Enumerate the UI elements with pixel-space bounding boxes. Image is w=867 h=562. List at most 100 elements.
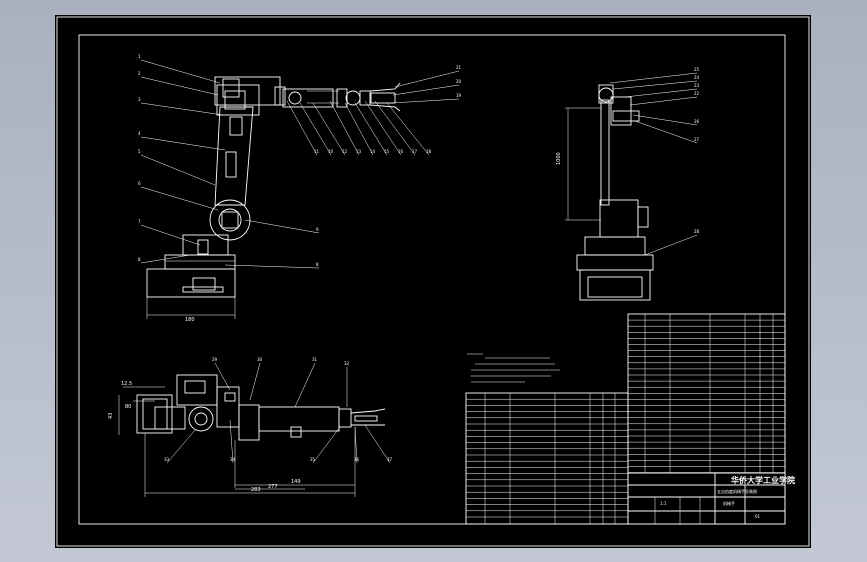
balloon-top-lower-33-leader xyxy=(166,429,196,464)
balloon-front-4-leader xyxy=(140,136,226,151)
balloon-front-8-leader xyxy=(140,254,191,264)
balloon-front-1-leader xyxy=(140,59,221,84)
balloon-side-28-leader xyxy=(644,234,698,256)
balloon-top-32: 32 xyxy=(344,361,350,366)
top-short-dimension: 80 xyxy=(125,404,131,410)
top-height-dimension: 12.5 xyxy=(121,381,132,387)
balloon-side-24: 24 xyxy=(694,75,700,80)
balloon-side-25: 25 xyxy=(694,67,700,72)
balloon-side-22-leader xyxy=(629,96,698,106)
parts-lower-frame xyxy=(465,392,629,525)
balloon-top-lower-36-leader xyxy=(354,426,358,464)
top-total-dimension: 283 xyxy=(251,487,261,493)
balloon-front-bottom-11-leader xyxy=(286,100,318,156)
balloon-front-bottom-16-leader xyxy=(364,100,402,156)
balloon-front-bottom-10-leader xyxy=(299,102,332,156)
balloon-front-bottom-11: 11 xyxy=(314,149,320,154)
balloon-top-lower-34: 34 xyxy=(230,457,236,462)
balloon-side-23-leader xyxy=(624,88,698,98)
balloon-front-3-leader xyxy=(140,102,224,116)
balloon-side-22: 22 xyxy=(694,91,700,96)
drawing-name: 五自由度机械手总装图 xyxy=(717,488,757,494)
balloon-front-right-19-leader xyxy=(390,98,460,104)
outer-frame xyxy=(56,16,810,547)
balloon-side-27: 27 xyxy=(694,137,700,142)
balloon-front-bottom-17-leader xyxy=(374,100,416,156)
balloon-top-29-leader xyxy=(214,362,231,391)
top-width-dimension: 43 xyxy=(108,413,114,419)
balloon-front-bottom-14-leader xyxy=(344,102,374,156)
top-long-dimension: 149 xyxy=(291,479,301,485)
balloon-front-bottom-18-leader xyxy=(386,102,430,156)
balloon-side-24-leader xyxy=(612,80,698,90)
technical-notes xyxy=(467,353,560,383)
balloon-front-5: 5 xyxy=(138,149,141,154)
side-view: 1000 xyxy=(556,84,654,301)
balloon-top-30: 30 xyxy=(257,357,263,362)
balloon-top-31: 31 xyxy=(312,357,318,362)
balloon-side-28: 28 xyxy=(694,229,700,234)
top-mid-dimension: 277 xyxy=(268,484,278,490)
balloon-top-30-leader xyxy=(249,362,261,401)
balloon-front-right-19: 19 xyxy=(456,93,462,98)
balloon-side-25-leader xyxy=(609,72,698,84)
balloon-top-lower-35: 35 xyxy=(310,457,316,462)
balloon-top-lower-36: 36 xyxy=(354,457,360,462)
balloon-front-bottom-17: 17 xyxy=(412,149,418,154)
parts-list-lower xyxy=(465,392,629,525)
balloon-top-29: 29 xyxy=(212,357,218,362)
balloon-front-bottom-15: 15 xyxy=(384,149,390,154)
drawing-subname: 机械手 xyxy=(723,500,735,506)
balloon-front-1: 1 xyxy=(138,54,141,59)
balloon-front-bottom-12-leader xyxy=(312,102,346,156)
balloon-front-6-leader xyxy=(140,186,219,211)
balloon-side-26-leader xyxy=(632,114,698,126)
balloon-front-bottom-18: 18 xyxy=(426,149,432,154)
sheet-number: 01 xyxy=(755,514,761,519)
inner-frame xyxy=(78,34,786,525)
balloon-front-right-21: 21 xyxy=(456,65,462,70)
title-block: 华侨大学工业学院 五自由度机械手总装图 机械手 1:1 01 xyxy=(627,472,795,525)
school-name: 华侨大学工业学院 xyxy=(731,475,795,485)
balloon-side-27-leader xyxy=(634,120,698,144)
balloon-front-base-leader xyxy=(224,264,320,269)
balloon-front-bottom-13-leader xyxy=(329,100,360,156)
balloon-front-4: 4 xyxy=(138,131,141,136)
balloon-front-2: 2 xyxy=(138,71,141,76)
front-view: 180 xyxy=(146,76,401,323)
parts-list-upper xyxy=(627,313,786,474)
balloon-front-bottom-12: 12 xyxy=(342,149,348,154)
balloon-front-7: 7 xyxy=(138,219,141,224)
balloon-top-lower-37-leader xyxy=(364,424,391,464)
balloon-top-31-leader xyxy=(294,362,316,408)
balloon-front-2-leader xyxy=(140,76,219,96)
balloon-front-right-9-leader xyxy=(244,219,320,234)
side-height-dimension: 1000 xyxy=(556,152,562,165)
balloon-front-bottom-16: 16 xyxy=(398,149,404,154)
balloon-front-base: 8 xyxy=(316,262,319,267)
side-view-leaders: 25 24 23 22 26 27 28 xyxy=(609,67,700,256)
balloon-top-lower-35-leader xyxy=(312,426,341,464)
balloon-side-26: 26 xyxy=(694,119,700,124)
balloon-side-23: 23 xyxy=(694,83,700,88)
drawing-scale: 1:1 xyxy=(660,501,667,506)
balloon-front-6: 6 xyxy=(138,181,141,186)
balloon-top-lower-37: 37 xyxy=(387,457,393,462)
balloon-front-bottom-15-leader xyxy=(354,102,388,156)
balloon-front-right-20-leader xyxy=(392,84,460,96)
balloon-front-8: 8 xyxy=(138,257,141,262)
balloon-front-right-20: 20 xyxy=(456,79,462,84)
balloon-front-bottom-13: 13 xyxy=(356,149,362,154)
balloon-front-right-9: 9 xyxy=(316,227,319,232)
balloon-front-right-21-leader xyxy=(394,70,460,88)
balloon-front-5-leader xyxy=(140,154,216,186)
balloon-top-lower-34-leader xyxy=(229,419,234,464)
balloon-front-bottom-10: 10 xyxy=(328,149,334,154)
balloon-front-bottom-14: 14 xyxy=(370,149,376,154)
balloon-front-7-leader xyxy=(140,224,201,246)
